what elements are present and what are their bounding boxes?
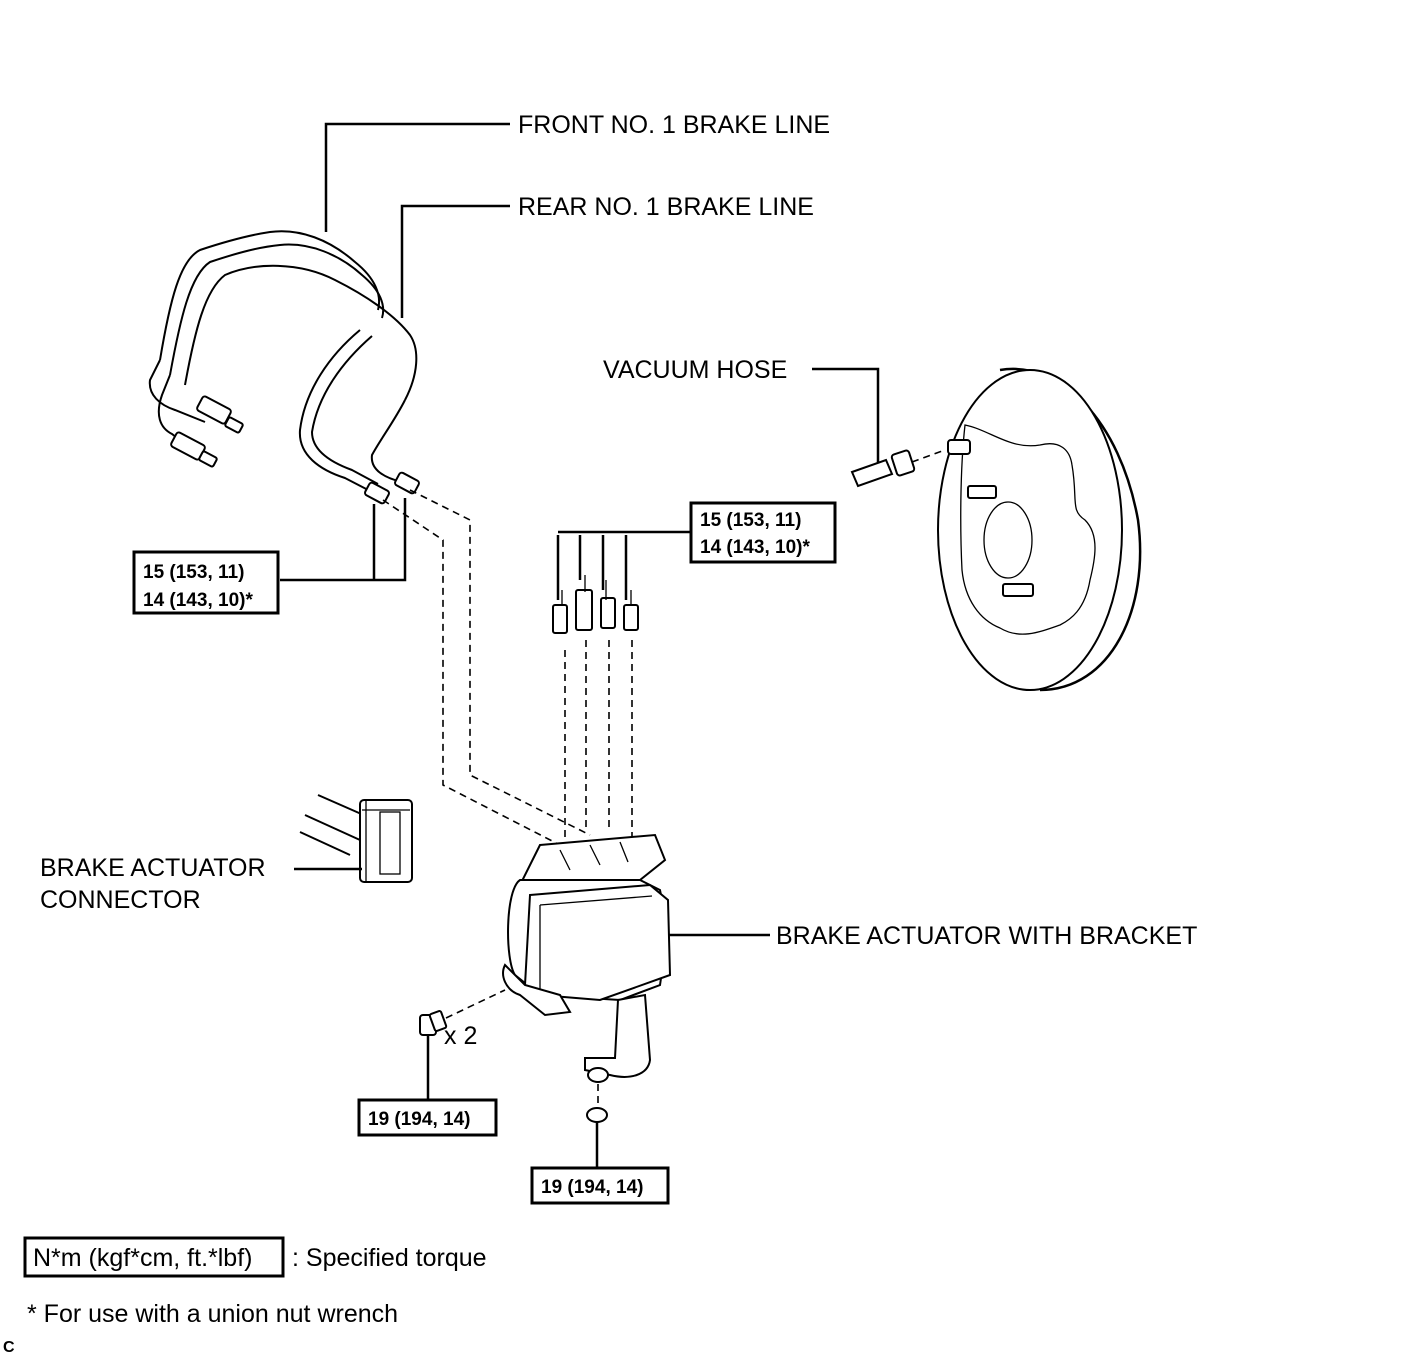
legend-unit-box [23, 1236, 285, 1278]
vacuum-hose-label: VACUUM HOSE [603, 356, 787, 384]
flare-nut-rear-b [394, 471, 420, 495]
rear-line-guide-a [382, 499, 561, 846]
front-brake-line-leader [324, 122, 510, 232]
nut-torque-value: 19 (194, 14) [541, 1177, 643, 1198]
corner-code: C [3, 1339, 15, 1356]
left-torque-line2: 14 (143, 10)* [143, 590, 253, 611]
bolt-torque-value: 19 (194, 14) [368, 1109, 470, 1130]
vacuum-hose-illustration [850, 449, 946, 488]
flare-nut-front-b [170, 431, 218, 468]
legend-note: * For use with a union nut wrench [27, 1300, 398, 1328]
brake-booster-illustration [937, 367, 1142, 692]
bracket-bolt-illustration [419, 989, 506, 1036]
right-torque-line2: 14 (143, 10)* [700, 537, 810, 558]
left-torque-line1: 15 (153, 11) [143, 562, 244, 583]
legend-unit-description: : Specified torque [292, 1244, 487, 1272]
connector-label-line2: CONNECTOR [40, 886, 201, 914]
vacuum-hose-leader [812, 367, 880, 465]
rear-brake-line-leader [400, 204, 510, 318]
actuator-fittings [552, 530, 690, 634]
actuator-connector-illustration [299, 794, 413, 883]
bolt-quantity-label: x 2 [444, 1022, 477, 1050]
bracket-nut-illustration [586, 1084, 608, 1123]
nut-torque-box [530, 1166, 670, 1205]
brake-lines-illustration [148, 230, 420, 505]
right-torque-box [689, 501, 837, 564]
front-brake-line-label: FRONT NO. 1 BRAKE LINE [518, 111, 830, 139]
legend-unit-text: N*m (kgf*cm, ft.*lbf) [33, 1244, 252, 1272]
brake-actuator-illustration [502, 833, 672, 1083]
actuator-label: BRAKE ACTUATOR WITH BRACKET [776, 922, 1197, 950]
left-torque-leader [280, 498, 407, 582]
rear-line-guide-b [409, 489, 591, 836]
connector-label-line1: BRAKE ACTUATOR [40, 854, 266, 882]
rear-brake-line-label: REAR NO. 1 BRAKE LINE [518, 193, 814, 221]
flare-nut-front-a [196, 395, 244, 434]
left-torque-box [132, 550, 280, 615]
right-torque-line1: 15 (153, 11) [700, 510, 801, 531]
flare-nut-rear-a [364, 481, 390, 505]
bolt-torque-box [357, 1098, 498, 1137]
